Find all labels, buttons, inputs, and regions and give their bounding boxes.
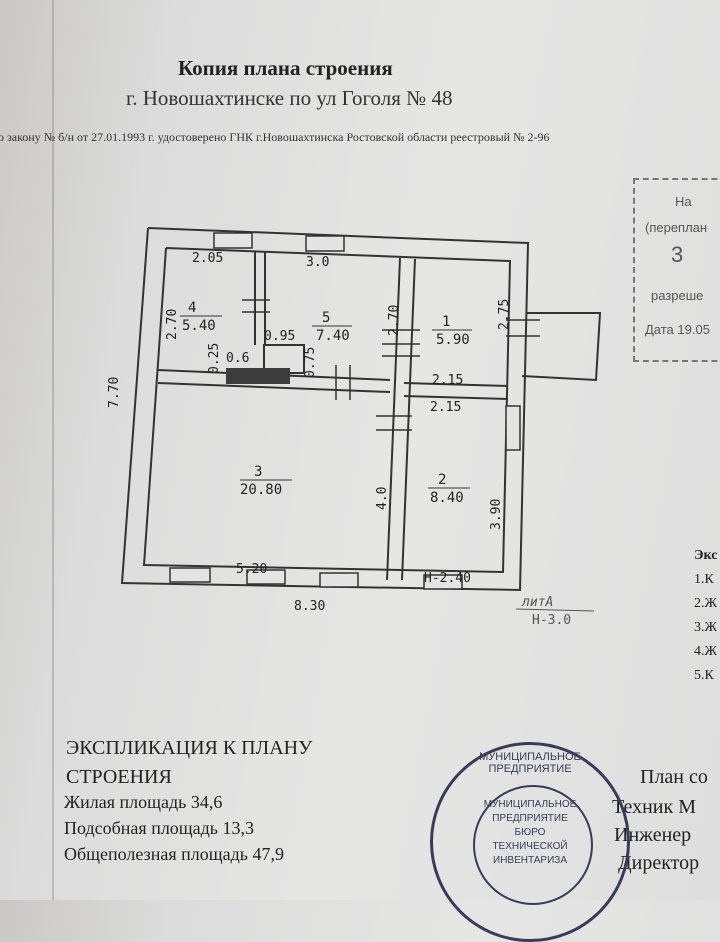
right-list-item: 3.Ж [694, 620, 718, 635]
legal-note: о закону № б/н от 27.01.1993 г. удостове… [0, 130, 550, 144]
total-area: Общеполезная площадь 47,9 [64, 844, 284, 864]
dim-wall-b: 0.6 [226, 351, 249, 366]
room-1-number: 1 [442, 314, 450, 330]
floor-plan: 2.05 3.0 7.70 2.70 2.70 2.75 0.95 0.75 0… [107, 227, 602, 628]
seal-inner-2: ПРЕДПРИЯТИЕ [492, 813, 568, 824]
explication-title-1: ЭКСПЛИКАЦИЯ К ПЛАНУ [66, 737, 313, 759]
window [423, 574, 463, 590]
right-list-head: Экс [694, 548, 718, 563]
seal-inner-5: ИНВЕНТАРИЗА [493, 855, 567, 866]
room-5-area: 7.40 [316, 328, 350, 344]
dim-mid-b: 2.15 [430, 400, 461, 415]
right-list-item: 5.К [694, 668, 714, 683]
signature-plan: План со [640, 766, 708, 788]
room-2-area: 8.40 [430, 490, 464, 506]
dim-left-outer: 7.70 [107, 377, 122, 408]
seal-inner-4: ТЕХНИЧЕСКОЙ [492, 841, 568, 852]
room-1-area: 5.90 [436, 332, 470, 348]
signature-tech: Техник М [612, 796, 696, 818]
dim-stove-h: 0.75 [303, 347, 318, 378]
auxiliary-area: Подсобная площадь 13,3 [64, 818, 255, 838]
explication-title-2: СТРОЕНИЯ [66, 766, 172, 788]
window [169, 567, 211, 583]
lit-sub: H-3.0 [532, 613, 571, 628]
signature-director: Директор [618, 852, 700, 874]
room-3-area: 20.80 [240, 482, 282, 498]
signature-engineer: Инженер [614, 824, 692, 846]
lit-mark: литA [521, 595, 553, 610]
dim-room1-h: 2.75 [497, 299, 512, 330]
wall-vertical [386, 257, 401, 581]
dim-mid-a: 2.15 [432, 373, 463, 388]
right-list-item: 4.Ж [694, 644, 718, 659]
dim-room5-h: 2.70 [387, 305, 402, 336]
stamp-line-3: 3 [671, 242, 684, 267]
dim-room4-h: 2.70 [165, 309, 180, 340]
window [213, 232, 253, 249]
room-4-number: 4 [188, 300, 196, 316]
stamp-line-1: На [675, 194, 692, 209]
inner-wall [142, 247, 512, 574]
room-4-area: 5.40 [182, 318, 216, 334]
seal-outer-text: МУНИЦИПАЛЬНОЕ ПРЕДПРИЯТИЕ [479, 751, 581, 775]
stove [226, 368, 290, 384]
dim-top-left: 2.05 [192, 251, 223, 266]
seal-inner-3: БЮРО [514, 827, 546, 838]
round-seal: МУНИЦИПАЛЬНОЕ ПРЕДПРИЯТИЕ МУНИЦИПАЛЬНОЕ … [430, 742, 630, 942]
permission-stamp: На (переплан 3 разреше Дата 19.05 [633, 178, 720, 362]
dim-stove-w: 0.95 [264, 329, 295, 344]
dim-bottom-outer: 8.30 [294, 599, 325, 614]
living-area: Жилая площадь 34,6 [64, 792, 223, 812]
right-list-item: 1.К [694, 572, 714, 587]
dim-wall-a: 0.25 [207, 343, 222, 374]
stamp-line-4: разреше [651, 288, 704, 303]
right-list-item: 2.Ж [694, 596, 718, 611]
room-2-number: 2 [438, 472, 446, 488]
dim-height-mark: H-2.40 [424, 571, 471, 586]
window [246, 569, 286, 585]
document-title: Копия плана строения [178, 56, 393, 80]
outer-wall [120, 227, 530, 592]
window [319, 572, 359, 588]
room-5-number: 5 [322, 310, 330, 326]
window [305, 235, 345, 252]
window [505, 405, 521, 451]
stamp-line-5: Дата 19.05 [645, 322, 710, 337]
dim-room2-h: 3.90 [489, 499, 504, 530]
seal-inner-1: МУНИЦИПАЛЬНОЕ [483, 799, 577, 810]
dim-room3-h: 4.0 [375, 487, 390, 510]
room-3-number: 3 [254, 464, 262, 480]
stamp-line-2: (переплан [645, 220, 708, 235]
dim-top-mid: 3.0 [306, 255, 329, 270]
document-address: г. Новошахтинске по ул Гоголя № 48 [126, 86, 453, 110]
dim-bottom-inner: 5.20 [236, 562, 267, 577]
paper-fold [52, 0, 54, 900]
